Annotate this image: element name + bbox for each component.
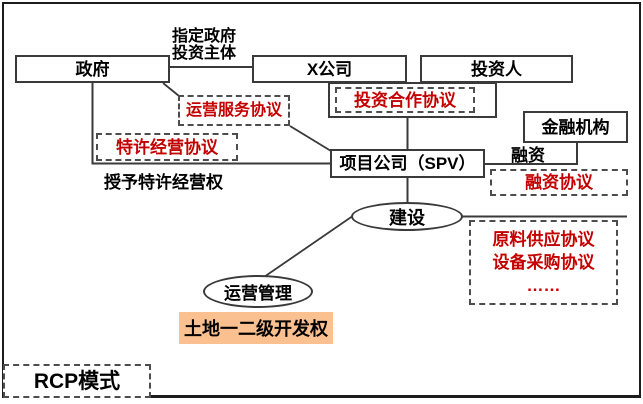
node-construction: 建设 <box>351 202 463 231</box>
land-development-right-highlight: 土地一二级开发权 <box>179 312 333 344</box>
node-x-company: X公司 <box>252 55 407 83</box>
agreement-operation-service: 运营服务协议 <box>178 95 290 126</box>
agreement-financing: 融资协议 <box>490 169 628 196</box>
model-name-label: RCP模式 <box>33 369 121 393</box>
diagram-border-frame <box>2 2 641 398</box>
node-government-label: 政府 <box>75 59 110 79</box>
node-investor-label: 投资人 <box>471 59 522 79</box>
grant-franchise-right-label: 授予特许经营权 <box>104 173 223 192</box>
node-financial-institution: 金融机构 <box>523 111 628 143</box>
agreement-operation-service-label: 运营服务协议 <box>185 101 282 119</box>
node-x-company-label: X公司 <box>306 59 353 79</box>
node-operation-management-label: 运营管理 <box>224 284 292 303</box>
node-spv-label: 项目公司（SPV） <box>339 154 476 173</box>
agreement-supply-group: 原料供应协议 设备采购协议 …… <box>469 220 618 305</box>
agreement-investment-cooperation: 投资合作协议 <box>335 87 475 113</box>
model-name-box: RCP模式 <box>3 364 151 398</box>
agreement-franchise: 特许经营协议 <box>96 133 238 161</box>
agreement-franchise-label: 特许经营协议 <box>116 137 218 157</box>
land-development-right-label: 土地一二级开发权 <box>184 319 328 339</box>
node-government: 政府 <box>15 55 170 83</box>
designated-government-investor-note: 指定政府 投资主体 <box>172 28 237 62</box>
agreement-more-label: …… <box>526 275 561 295</box>
node-investor: 投资人 <box>420 55 573 83</box>
node-construction-label: 建设 <box>389 207 425 228</box>
agreement-material-supply-label: 原料供应协议 <box>492 229 595 249</box>
node-operation-management: 运营管理 <box>203 275 313 308</box>
node-spv: 项目公司（SPV） <box>330 149 485 178</box>
agreement-equipment-purchase-label: 设备采购协议 <box>492 252 595 272</box>
agreement-financing-label: 融资协议 <box>525 173 593 192</box>
agreement-investment-cooperation-label: 投资合作协议 <box>354 90 456 110</box>
financing-label: 融资 <box>511 146 545 165</box>
node-financial-institution-label: 金融机构 <box>541 117 610 137</box>
